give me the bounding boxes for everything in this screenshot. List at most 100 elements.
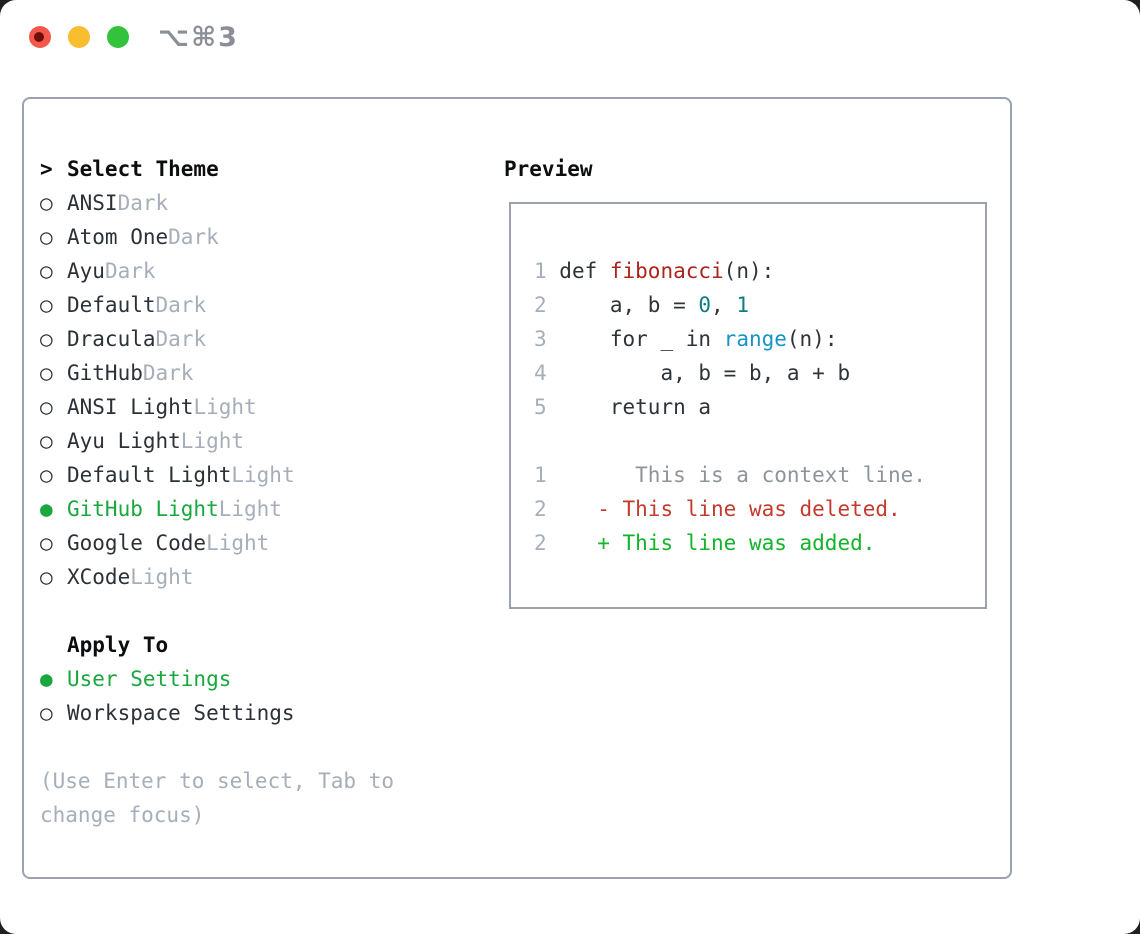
theme-list: ○ ANSI Dark ○ Atom One Dark ○ Ayu Dark ○ Defaul… [40, 186, 394, 594]
theme-option[interactable]: ○ GitHub Dark [40, 356, 394, 390]
theme-name: Default Light [67, 463, 232, 487]
apply-to-list: ● User Settings ○Workspace Settings [40, 662, 394, 730]
code-segment-num: 1 [736, 293, 749, 317]
code-segment-code: def [559, 259, 610, 283]
radio-selected-icon: ● [40, 497, 53, 521]
theme-name: Atom One [67, 225, 169, 249]
window-title: ⌥⌘3 [158, 22, 239, 53]
radio-unselected-icon: ○ [40, 361, 53, 385]
spacer [40, 730, 394, 764]
theme-variant-tag: Light [218, 497, 282, 521]
radio-unselected-icon: ○ [40, 327, 53, 351]
code-segment-ctx: This is a context line. [559, 463, 926, 487]
code-segment-ln: 2 [534, 497, 560, 521]
theme-name: Google Code [67, 531, 207, 555]
radio-unselected-icon: ○ [40, 701, 53, 725]
code-segment-num: 0 [698, 293, 712, 317]
code-line: 4 a, b = b, a + b [534, 356, 985, 390]
theme-option[interactable]: ○ XCode Light [40, 560, 394, 594]
blank-line [534, 424, 985, 458]
theme-variant-tag: Dark [117, 191, 169, 215]
apply-to-option[interactable]: ○Workspace Settings [40, 696, 394, 730]
theme-variant-tag: Dark [155, 327, 207, 351]
code-segment-ln: 1 [534, 259, 560, 283]
theme-option[interactable]: ○ Ayu Light Light [40, 424, 394, 458]
code-line: 2 a, b = 0, 1 [534, 288, 985, 322]
code-segment-func: fibonacci [609, 259, 724, 283]
theme-option[interactable]: ○ ANSI Dark [40, 186, 394, 220]
theme-name: Ayu Light [67, 429, 181, 453]
theme-name: Ayu [67, 259, 105, 283]
code-segment-code: a, b = b, a + b [559, 361, 851, 385]
code-segment-ln: 4 [534, 361, 560, 385]
theme-variant-tag: Dark [168, 225, 219, 249]
keyboard-hint: (Use Enter to select, Tab to change focus… [40, 764, 394, 832]
radio-unselected-icon: ○ [40, 429, 53, 453]
code-line: 2 + This line was added. [534, 526, 985, 560]
theme-variant-tag: Light [231, 463, 295, 487]
radio-unselected-icon: ○ [40, 225, 53, 249]
focus-caret-icon: > [40, 157, 53, 181]
theme-name: Dracula [67, 327, 156, 351]
hint-line: (Use Enter to select, Tab to [40, 769, 395, 793]
code-segment-code: return a [559, 395, 712, 419]
theme-variant-tag: Dark [155, 293, 207, 317]
theme-variant-tag: Dark [104, 259, 156, 283]
apply-to-indent [40, 628, 67, 662]
code-segment-code: , [711, 293, 737, 317]
code-segment-ln: 5 [534, 395, 560, 419]
select-theme-header: > Select Theme [40, 152, 394, 186]
code-line: 1 def fibonacci(n): [534, 254, 985, 288]
minimize-button[interactable] [68, 26, 90, 48]
apply-to-option[interactable]: ● User Settings [40, 662, 394, 696]
code-segment-ln: 2 [534, 531, 560, 555]
theme-picker-panel: > Select Theme ○ANSI Dark○Atom One Dark○… [22, 97, 1012, 879]
code-segment-ln: 1 [534, 463, 560, 487]
theme-name: Default [67, 293, 156, 317]
theme-option[interactable]: ○ Ayu Dark [40, 254, 394, 288]
code-segment-add: + This line was added. [559, 531, 876, 555]
radio-unselected-icon: ○ [40, 463, 53, 487]
close-button[interactable] [29, 26, 51, 48]
theme-variant-tag: Light [130, 565, 194, 589]
theme-option[interactable]: ○ Default Light Light [40, 458, 394, 492]
apply-to-label: Apply To [67, 633, 169, 657]
theme-option[interactable]: ○ Atom One Dark [40, 220, 394, 254]
code-segment-ln: 2 [534, 293, 560, 317]
code-line: 1 This is a context line. [534, 458, 985, 492]
code-line: 2 - This line was deleted. [534, 492, 985, 526]
zoom-button[interactable] [107, 26, 129, 48]
hint-line: change focus) [40, 803, 205, 827]
code-segment-code: (n): [723, 259, 775, 283]
theme-name: XCode [67, 565, 131, 589]
code-line: 3 for _ in range(n): [534, 322, 985, 356]
apply-to-option-label: User Settings [67, 667, 232, 691]
code-segment-del: - This line was deleted. [559, 497, 901, 521]
select-theme-label: Select Theme [67, 157, 219, 181]
theme-option[interactable]: ○ Google Code Light [40, 526, 394, 560]
radio-unselected-icon: ○ [40, 191, 53, 215]
theme-name: GitHub [67, 361, 143, 385]
theme-option[interactable]: ○ Dracula Dark [40, 322, 394, 356]
theme-option[interactable]: ○ANSI Light Light [40, 390, 394, 424]
radio-unselected-icon: ○ [40, 565, 53, 589]
code-segment-builtin: range [723, 327, 787, 351]
radio-unselected-icon: ○ [40, 531, 53, 555]
theme-name: GitHub Light [67, 497, 219, 521]
theme-option[interactable]: ○ Default Dark [40, 288, 394, 322]
titlebar: ⌥⌘3 [0, 0, 1140, 72]
preview-header: Preview [504, 157, 593, 181]
theme-name: ANSI [67, 191, 118, 215]
code-segment-code: for _ in [559, 327, 724, 351]
theme-name: ANSI Light [67, 395, 194, 419]
radio-selected-icon: ● [40, 667, 53, 691]
radio-unselected-icon: ○ [40, 259, 53, 283]
theme-variant-tag: Dark [142, 361, 194, 385]
theme-option[interactable]: ● GitHub Light Light [40, 492, 394, 526]
theme-variant-tag: Light [206, 531, 270, 555]
theme-variant-tag: Light [180, 429, 245, 453]
code-segment-ln: 3 [534, 327, 560, 351]
radio-unselected-icon: ○ [40, 293, 53, 317]
